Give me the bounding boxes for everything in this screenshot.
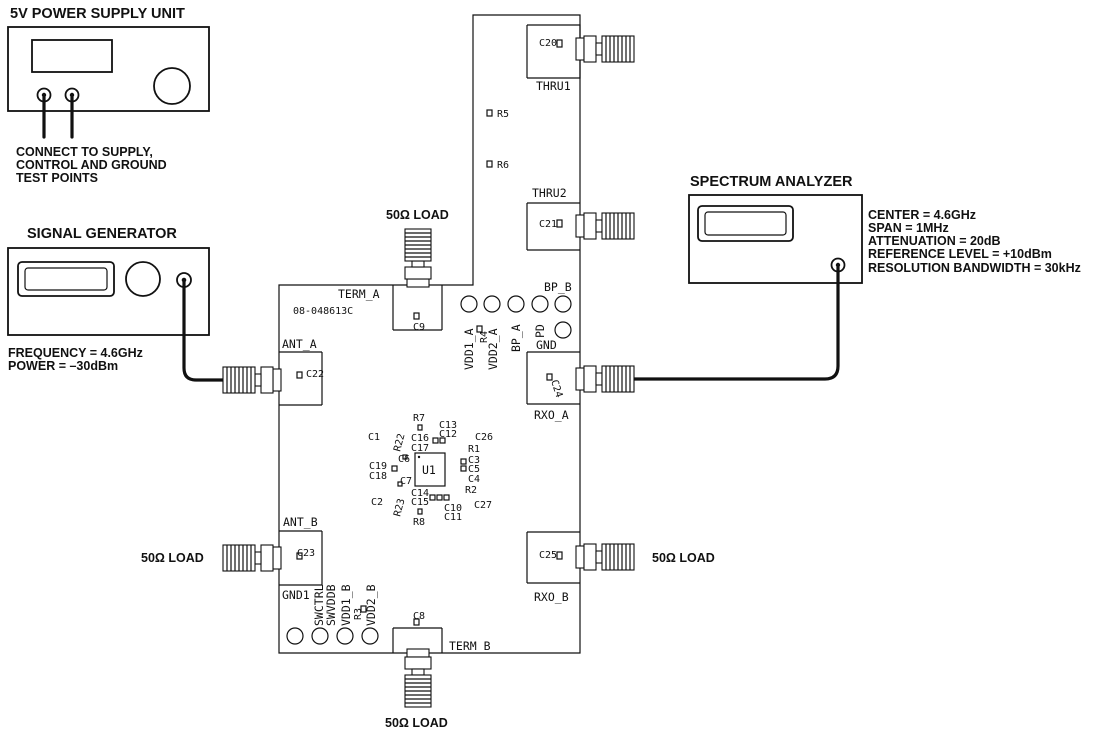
c11-label: C11 bbox=[444, 512, 462, 523]
c3-label: C3 bbox=[468, 455, 480, 466]
power-note-line-2: CONTROL AND GROUND bbox=[16, 158, 167, 172]
c22-label: C22 bbox=[306, 369, 324, 380]
vdd2-a-label: VDD2_A bbox=[486, 328, 500, 370]
power-supply-title: 5V POWER SUPPLY UNIT bbox=[10, 6, 185, 22]
c16-label: C16 bbox=[411, 433, 429, 444]
r22-label: R22 bbox=[392, 432, 407, 452]
c27-label: C27 bbox=[474, 500, 492, 511]
test-points-top bbox=[460, 295, 572, 339]
thru2-sma-connector bbox=[526, 202, 635, 251]
bp-b-label: BP_B bbox=[544, 280, 572, 294]
c21-label: C21 bbox=[539, 219, 557, 230]
r4-label: R4 bbox=[479, 331, 490, 343]
rxo-b-sma-connector bbox=[526, 531, 635, 584]
swctrl-label: SWCTRL bbox=[312, 584, 326, 626]
spectrum-analyzer-cable bbox=[629, 265, 840, 381]
c18-label: C18 bbox=[369, 471, 387, 482]
term-b-sma-connector bbox=[392, 627, 443, 708]
vdd1-a-label: VDD1_A bbox=[462, 328, 476, 370]
power-setting: POWER = –30dBm bbox=[8, 359, 118, 373]
u1-label: U1 bbox=[422, 463, 436, 477]
r1-label: R1 bbox=[468, 444, 480, 455]
pd-label: PD bbox=[533, 324, 547, 338]
signal-generator-display bbox=[17, 261, 115, 297]
power-supply-display bbox=[31, 39, 113, 73]
c25-label: C25 bbox=[539, 550, 557, 561]
rxo-a-label: RXO_A bbox=[534, 408, 569, 422]
ant-a-label: ANT_A bbox=[282, 337, 317, 351]
test-points-bottom bbox=[286, 627, 379, 645]
power-supply-knob bbox=[153, 67, 191, 105]
r6-label: R6 bbox=[497, 160, 509, 171]
term-b-label: TERM_B bbox=[449, 639, 491, 653]
c8-label: C8 bbox=[413, 611, 425, 622]
term-a-sma-connector bbox=[392, 228, 443, 331]
thru1-label: THRU1 bbox=[536, 79, 571, 93]
reference-level-setting: REFERENCE LEVEL = +10dBm bbox=[868, 247, 1052, 261]
c24-label: C24 bbox=[548, 379, 564, 400]
r3-label: R3 bbox=[353, 608, 364, 620]
c2-label: C2 bbox=[371, 497, 383, 508]
ant-b-sma-connector bbox=[222, 530, 323, 586]
top-load-label: 50Ω LOAD bbox=[386, 208, 449, 222]
c17-label: C17 bbox=[411, 443, 429, 454]
c9-label: C9 bbox=[413, 322, 425, 333]
right-load-label: 50Ω LOAD bbox=[652, 551, 715, 565]
board-part-number: 08-048613C bbox=[293, 306, 353, 317]
center-setting: CENTER = 4.6GHz bbox=[868, 208, 976, 222]
ant-a-sma-connector bbox=[222, 351, 323, 406]
u1-ic bbox=[414, 452, 446, 487]
span-setting: SPAN = 1MHz bbox=[868, 221, 949, 235]
c5-label: C5 bbox=[468, 464, 480, 475]
thru2-label: THRU2 bbox=[532, 186, 567, 200]
r5-label: R5 bbox=[497, 109, 509, 120]
c26-label: C26 bbox=[475, 432, 493, 443]
bottom-load-label: 50Ω LOAD bbox=[385, 716, 448, 730]
component-pads bbox=[296, 39, 563, 626]
c14-label: C14 bbox=[411, 488, 429, 499]
power-note-line-1: CONNECT TO SUPPLY, bbox=[16, 145, 153, 159]
vdd1-b-label: VDD1_B bbox=[339, 584, 353, 626]
c1-label: C1 bbox=[368, 432, 380, 443]
r2-label: R2 bbox=[465, 485, 477, 496]
c19-label: C19 bbox=[369, 461, 387, 472]
c6-label: C6 bbox=[398, 454, 410, 465]
spectrum-analyzer-display bbox=[697, 205, 794, 242]
c15-label: C15 bbox=[411, 497, 429, 508]
signal-generator-knob bbox=[125, 261, 161, 297]
swvddb-label: SWVDDB bbox=[324, 584, 338, 626]
term-a-label: TERM_A bbox=[338, 287, 380, 301]
r7-label: R7 bbox=[413, 413, 425, 424]
frequency-setting: FREQUENCY = 4.6GHz bbox=[8, 346, 143, 360]
bp-a-label: BP_A bbox=[509, 324, 523, 352]
c23-label: C23 bbox=[297, 548, 315, 559]
rbw-setting: RESOLUTION BANDWIDTH = 30kHz bbox=[868, 261, 1081, 275]
gnd1-label: GND1 bbox=[282, 588, 310, 602]
rxo-b-label: RXO_B bbox=[534, 590, 569, 604]
spectrum-analyzer-title: SPECTRUM ANALYZER bbox=[690, 174, 853, 190]
gnd-label: GND bbox=[536, 338, 557, 352]
c10-label: C10 bbox=[444, 503, 462, 514]
thru1-sma-connector bbox=[526, 24, 635, 79]
r8-label: R8 bbox=[413, 517, 425, 528]
c20-label: C20 bbox=[539, 38, 557, 49]
eval-board-outline bbox=[278, 14, 581, 654]
ant-b-label: ANT_B bbox=[283, 515, 318, 529]
signal-generator-title: SIGNAL GENERATOR bbox=[27, 226, 177, 242]
signal-generator-cable bbox=[182, 280, 228, 382]
c4-label: C4 bbox=[468, 474, 480, 485]
r23-label: R23 bbox=[392, 497, 407, 517]
left-load-label: 50Ω LOAD bbox=[141, 551, 204, 565]
rxo-a-sma-connector bbox=[526, 351, 635, 405]
power-note-line-3: TEST POINTS bbox=[16, 171, 98, 185]
c12-label: C12 bbox=[439, 429, 457, 440]
power-supply-box bbox=[7, 26, 210, 112]
spectrum-analyzer-box bbox=[688, 194, 863, 284]
vdd2-b-label: VDD2_B bbox=[364, 584, 378, 626]
c13-label: C13 bbox=[439, 420, 457, 431]
attenuation-setting: ATTENUATION = 20dB bbox=[868, 234, 1001, 248]
signal-generator-box bbox=[7, 247, 210, 336]
c7-label: C7 bbox=[400, 476, 412, 487]
